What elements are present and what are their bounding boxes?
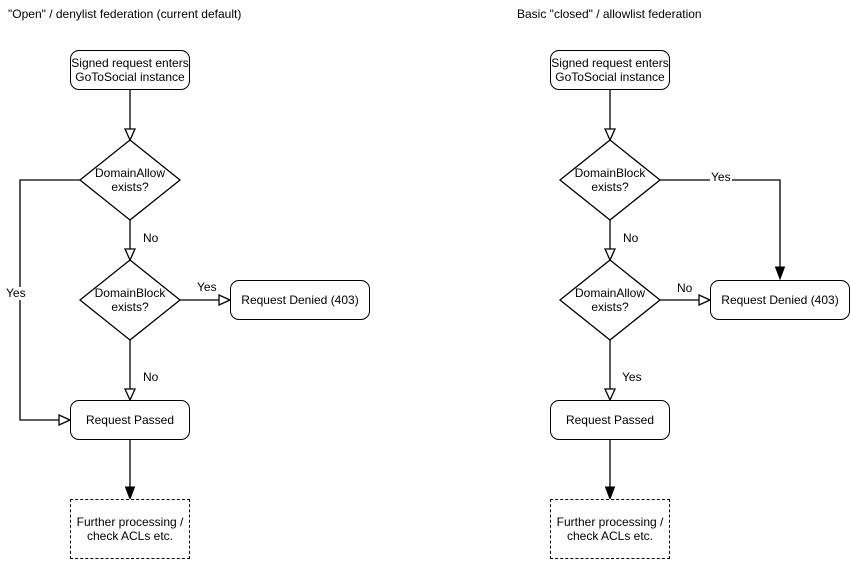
left-flowchart-title: "Open" / denylist federation (current de… — [8, 7, 242, 21]
right-arrowhead-passed-to-further — [604, 486, 616, 501]
left-arrowhead-decision1-to-decision2 — [123, 248, 137, 262]
left-start-node: Signed request enters GoToSocial instanc… — [70, 50, 190, 90]
right-further-node: Further processing / check ACLs etc. — [550, 499, 670, 559]
right-arrowhead-start-to-decision1 — [603, 128, 617, 142]
right-decision2-text: DomainAllow exists? — [574, 286, 646, 314]
left-label-decision2-no: No — [142, 370, 160, 384]
right-decision1-diamond — [558, 139, 662, 221]
left-passed-node: Request Passed — [70, 400, 190, 440]
right-passed-node: Request Passed — [550, 400, 670, 440]
right-flowchart-wires — [558, 90, 786, 501]
right-arrowhead-decision1-to-decision2 — [603, 248, 617, 262]
left-label-decision1-yes: Yes — [5, 286, 27, 300]
right-label-decision1-no: No — [622, 231, 640, 245]
right-label-decision1-yes: Yes — [710, 170, 732, 184]
right-start-node: Signed request enters GoToSocial instanc… — [550, 50, 670, 90]
left-edge-decision1-yes-to-passed — [19, 179, 80, 421]
right-flowchart-title: Basic "closed" / allowlist federation — [517, 7, 702, 21]
right-label-decision2-yes: Yes — [621, 370, 643, 384]
left-decision1-text: DomainAllow exists? — [94, 166, 166, 194]
left-further-node: Further processing / check ACLs etc. — [70, 499, 190, 559]
left-denied-node: Request Denied (403) — [230, 280, 370, 320]
left-flowchart-wires — [19, 90, 232, 501]
right-edge-decision1-yes-to-denied — [660, 179, 781, 267]
left-arrowhead-decision2-no-to-passed — [123, 388, 137, 402]
right-arrowhead-decision1-yes-to-denied — [774, 266, 786, 281]
left-decision2-text: DomainBlock exists? — [94, 286, 166, 314]
right-label-decision2-no: No — [676, 281, 694, 295]
right-arrowhead-decision2-no-to-denied — [698, 293, 712, 307]
left-decision1-diamond — [78, 139, 182, 221]
right-arrowhead-decision2-yes-to-passed — [603, 388, 617, 402]
left-arrowhead-decision2-yes-to-denied — [218, 293, 232, 307]
left-decision2-diamond — [78, 259, 182, 341]
right-decision1-text: DomainBlock exists? — [574, 166, 646, 194]
right-decision2-diamond — [558, 259, 662, 341]
left-arrowhead-start-to-decision1 — [123, 128, 137, 142]
left-label-decision2-yes: Yes — [196, 280, 218, 294]
left-arrowhead-decision1-yes-to-passed — [58, 413, 72, 427]
left-arrowhead-passed-to-further — [124, 486, 136, 501]
right-denied-node: Request Denied (403) — [710, 280, 850, 320]
left-label-decision1-no: No — [142, 231, 160, 245]
